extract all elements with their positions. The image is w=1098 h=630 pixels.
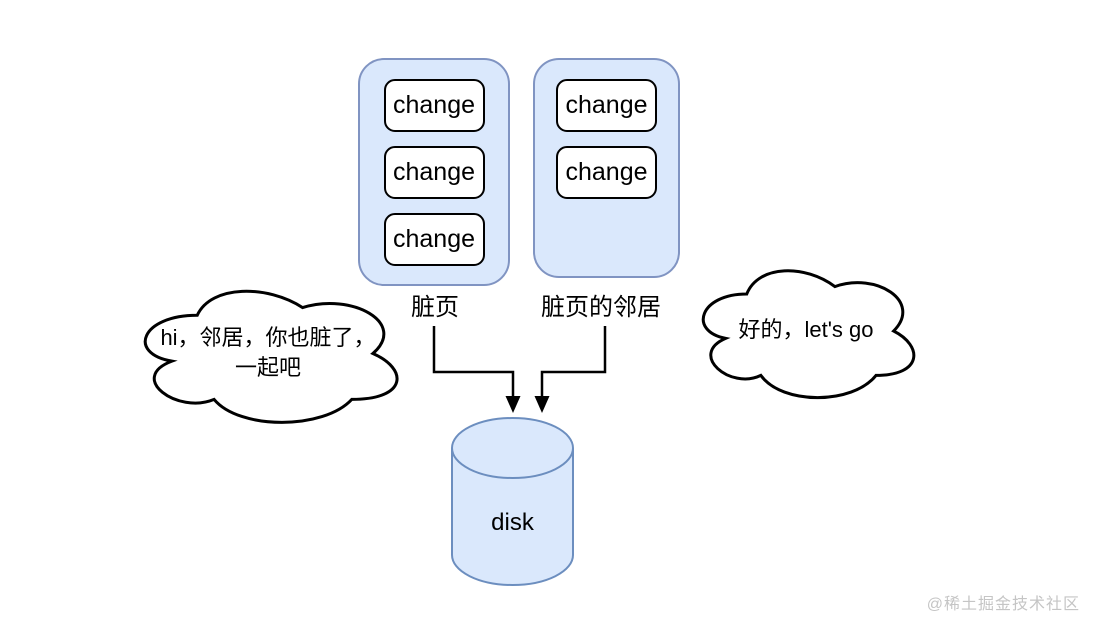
left-cloud-text: hi，邻居，你也脏了， 一起吧 — [140, 323, 396, 383]
left-cloud-line-1: hi，邻居，你也脏了， — [160, 325, 376, 350]
neighbor-page-container: change change — [533, 58, 680, 278]
arrow-neighbor-to-disk — [534, 326, 607, 413]
right-speech-cloud — [701, 269, 916, 399]
dirty-page-container: change change change — [358, 58, 510, 286]
change-box: change — [383, 79, 485, 132]
change-box: change — [556, 146, 657, 199]
left-cloud-line-2: 一起吧 — [234, 355, 301, 380]
neighbor-page-label: 脏页的邻居 — [541, 294, 661, 321]
disk-label: disk — [491, 509, 534, 536]
change-box: change — [556, 79, 657, 132]
arrowhead-icon — [505, 396, 521, 413]
change-box: change — [383, 213, 485, 266]
dirty-page-label: 脏页 — [411, 294, 459, 321]
change-box: change — [383, 146, 485, 199]
arrowhead-icon — [534, 396, 550, 413]
watermark: @稀土掘金技术社区 — [926, 596, 1080, 613]
left-speech-cloud — [143, 289, 399, 424]
disk-cylinder — [451, 417, 574, 586]
arrow-dirty-to-disk — [432, 326, 521, 413]
right-cloud-text: 好的，let's go — [738, 317, 874, 342]
